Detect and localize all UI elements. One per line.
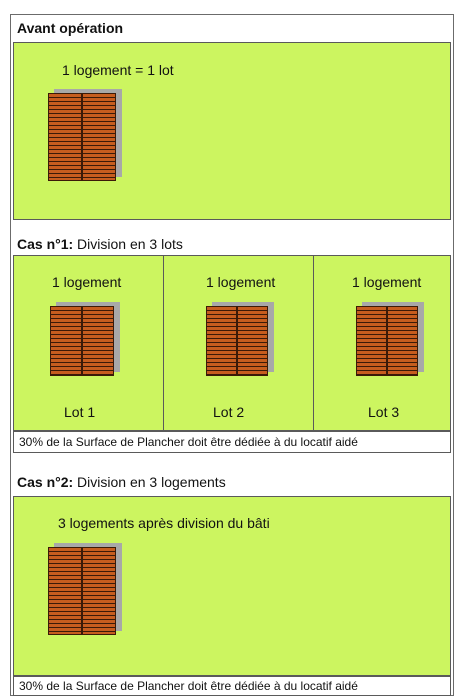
lot-3-logement-label: 1 logement xyxy=(352,274,422,290)
caption-cas-1: 30% de la Surface de Plancher doit être … xyxy=(13,431,451,453)
section-title-rest: Division en 3 lots xyxy=(73,236,183,252)
panel-label: 1 logement = 1 lot xyxy=(62,62,174,78)
caption-cas-2: 30% de la Surface de Plancher doit être … xyxy=(13,676,451,696)
building-roof xyxy=(48,93,116,181)
section-title-rest: Division en 3 logements xyxy=(73,474,226,490)
panel-cas-2: 3 logements après division du bâti xyxy=(13,496,451,676)
section-title-bold: Cas n°1: xyxy=(17,236,74,252)
building-roof-icon xyxy=(48,543,122,635)
lot-3-label: Lot 3 xyxy=(368,404,400,420)
panel-label: 3 logements après division du bâti xyxy=(58,515,270,531)
building-roof xyxy=(48,547,116,635)
section-title-bold: Cas n°2: xyxy=(17,474,74,490)
building-roof-icon xyxy=(50,302,120,376)
lot-divider xyxy=(313,256,314,430)
building-roof xyxy=(50,306,114,376)
section-title-cas-2: Cas n°2: Division en 3 logements xyxy=(17,474,226,490)
panel-cas-1: 1 logement Lot 1 1 logement Lot 2 1 loge… xyxy=(13,255,451,431)
lot-1-logement-label: 1 logement xyxy=(52,274,122,290)
lot-2-logement-label: 1 logement xyxy=(206,274,276,290)
lot-2-label: Lot 2 xyxy=(213,404,245,420)
building-roof xyxy=(206,306,268,376)
building-roof-icon xyxy=(48,89,122,181)
section-title-text: Avant opération xyxy=(17,20,124,36)
lot-1-label: Lot 1 xyxy=(64,404,96,420)
building-roof-icon xyxy=(356,302,424,376)
section-title-cas-1: Cas n°1: Division en 3 lots xyxy=(17,236,183,252)
building-roof-icon xyxy=(206,302,274,376)
section-title-avant-operation: Avant opération xyxy=(17,20,123,36)
building-roof xyxy=(356,306,418,376)
panel-avant-operation: 1 logement = 1 lot xyxy=(13,42,451,220)
lot-divider xyxy=(163,256,164,430)
